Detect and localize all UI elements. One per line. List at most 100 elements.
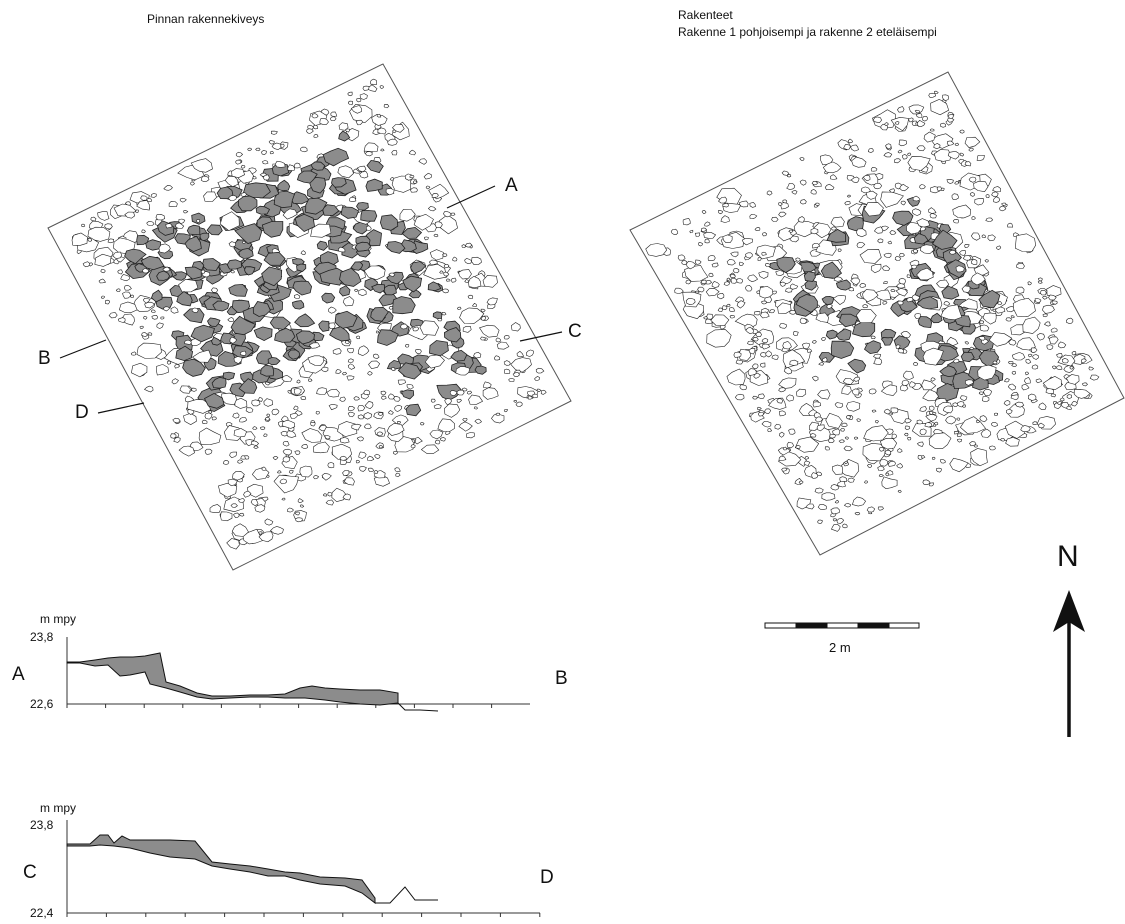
stone-shape <box>380 148 385 152</box>
stone-shape <box>941 94 949 101</box>
stone-shape <box>883 152 893 158</box>
stone-shape <box>976 155 985 161</box>
stone-shape <box>747 340 754 346</box>
stone-shape <box>757 393 765 399</box>
stone-shape <box>400 389 415 400</box>
stone-shape <box>764 263 771 268</box>
stone-shape <box>186 224 201 235</box>
stone-shape <box>759 285 774 299</box>
stone-shape <box>779 281 786 287</box>
stone-shape <box>964 243 970 248</box>
stone-shape <box>985 217 994 222</box>
stone-shape <box>782 446 787 451</box>
stone-shape <box>1055 365 1063 371</box>
stone-shape <box>308 176 327 194</box>
stone-shape <box>391 366 396 372</box>
stone-shape <box>891 433 897 439</box>
stone-shape <box>515 401 523 407</box>
stone-shape <box>228 283 248 297</box>
stone-shape <box>779 431 785 438</box>
right-plan-subtitle: Rakenne 1 pohjoisempi ja rakenne 2 etelä… <box>678 25 937 39</box>
stone-shape <box>156 322 164 330</box>
stone-shape <box>949 457 969 473</box>
stone-shape <box>130 351 137 356</box>
stone-shape <box>674 287 684 294</box>
stone-shape <box>1014 401 1025 408</box>
stone-shape <box>383 103 390 109</box>
stone-shape <box>897 149 903 154</box>
stone-shape <box>940 459 946 464</box>
stone-shape <box>491 414 505 424</box>
stone-shape <box>356 436 364 442</box>
stone-shape <box>318 320 330 332</box>
stone-shape <box>765 350 772 358</box>
stone-shape <box>394 404 403 413</box>
stone-shape <box>355 119 364 126</box>
stone-shape <box>859 283 866 288</box>
stone-shape <box>940 304 963 321</box>
stone-shape <box>934 90 939 94</box>
stone-shape <box>825 329 839 340</box>
stone-shape <box>904 425 911 430</box>
stone-shape <box>526 349 534 357</box>
stone-shape <box>471 256 482 266</box>
stone-shape <box>199 232 210 242</box>
stone-shape <box>349 196 357 203</box>
stone-shape <box>183 308 205 324</box>
stone-shape <box>799 157 805 161</box>
stone-shape <box>834 499 839 504</box>
stone-shape <box>978 391 984 396</box>
stone-shape <box>296 379 301 384</box>
stone-shape <box>843 503 852 508</box>
stone-shape <box>841 385 852 395</box>
stone-shape <box>299 465 313 478</box>
stone-shape <box>540 389 547 395</box>
stone-shape <box>939 365 957 378</box>
stone-shape <box>240 164 246 169</box>
stone-shape <box>321 473 332 481</box>
stone-shape <box>503 360 511 366</box>
stone-shape <box>350 105 362 114</box>
stone-shape <box>254 504 266 513</box>
stone-shape <box>117 269 123 275</box>
stone-shape <box>897 489 902 493</box>
stone-shape <box>226 259 242 270</box>
stone-shape <box>503 368 511 375</box>
stone-shape <box>954 142 959 146</box>
stone-shape <box>252 426 258 430</box>
stone-shape <box>877 238 884 244</box>
stone-shape <box>105 299 111 305</box>
stone-shape <box>165 223 173 229</box>
stone-shape <box>745 252 753 259</box>
stone-shape <box>242 182 271 199</box>
stone-shape <box>308 342 321 349</box>
stone-shape <box>156 270 171 281</box>
stone-shape <box>933 143 941 150</box>
stone-shape <box>270 130 278 135</box>
stone-shape <box>204 448 213 455</box>
stone-shape <box>928 92 937 98</box>
stone-shape <box>810 188 817 195</box>
stone-shape <box>975 420 980 424</box>
stone-shape <box>836 480 846 488</box>
stone-shape <box>852 320 876 338</box>
stone-shape <box>231 168 245 179</box>
stone-shape <box>956 401 965 408</box>
stone-shape <box>443 211 452 218</box>
stone-shape <box>767 428 773 432</box>
stone-shape <box>261 466 267 471</box>
stone-shape <box>722 202 729 208</box>
stone-shape <box>163 306 171 312</box>
stone-shape <box>410 444 416 449</box>
stone-shape <box>730 251 739 258</box>
stone-shape <box>752 337 759 342</box>
stone-shape <box>999 205 1007 212</box>
stone-shape <box>795 293 818 313</box>
stone-shape <box>1011 352 1026 361</box>
stone-shape <box>343 477 355 486</box>
stone-shape <box>979 324 990 332</box>
stone-shape <box>98 278 106 284</box>
stone-shape <box>1010 394 1019 401</box>
stone-shape <box>146 198 153 203</box>
stone-shape <box>811 243 821 249</box>
